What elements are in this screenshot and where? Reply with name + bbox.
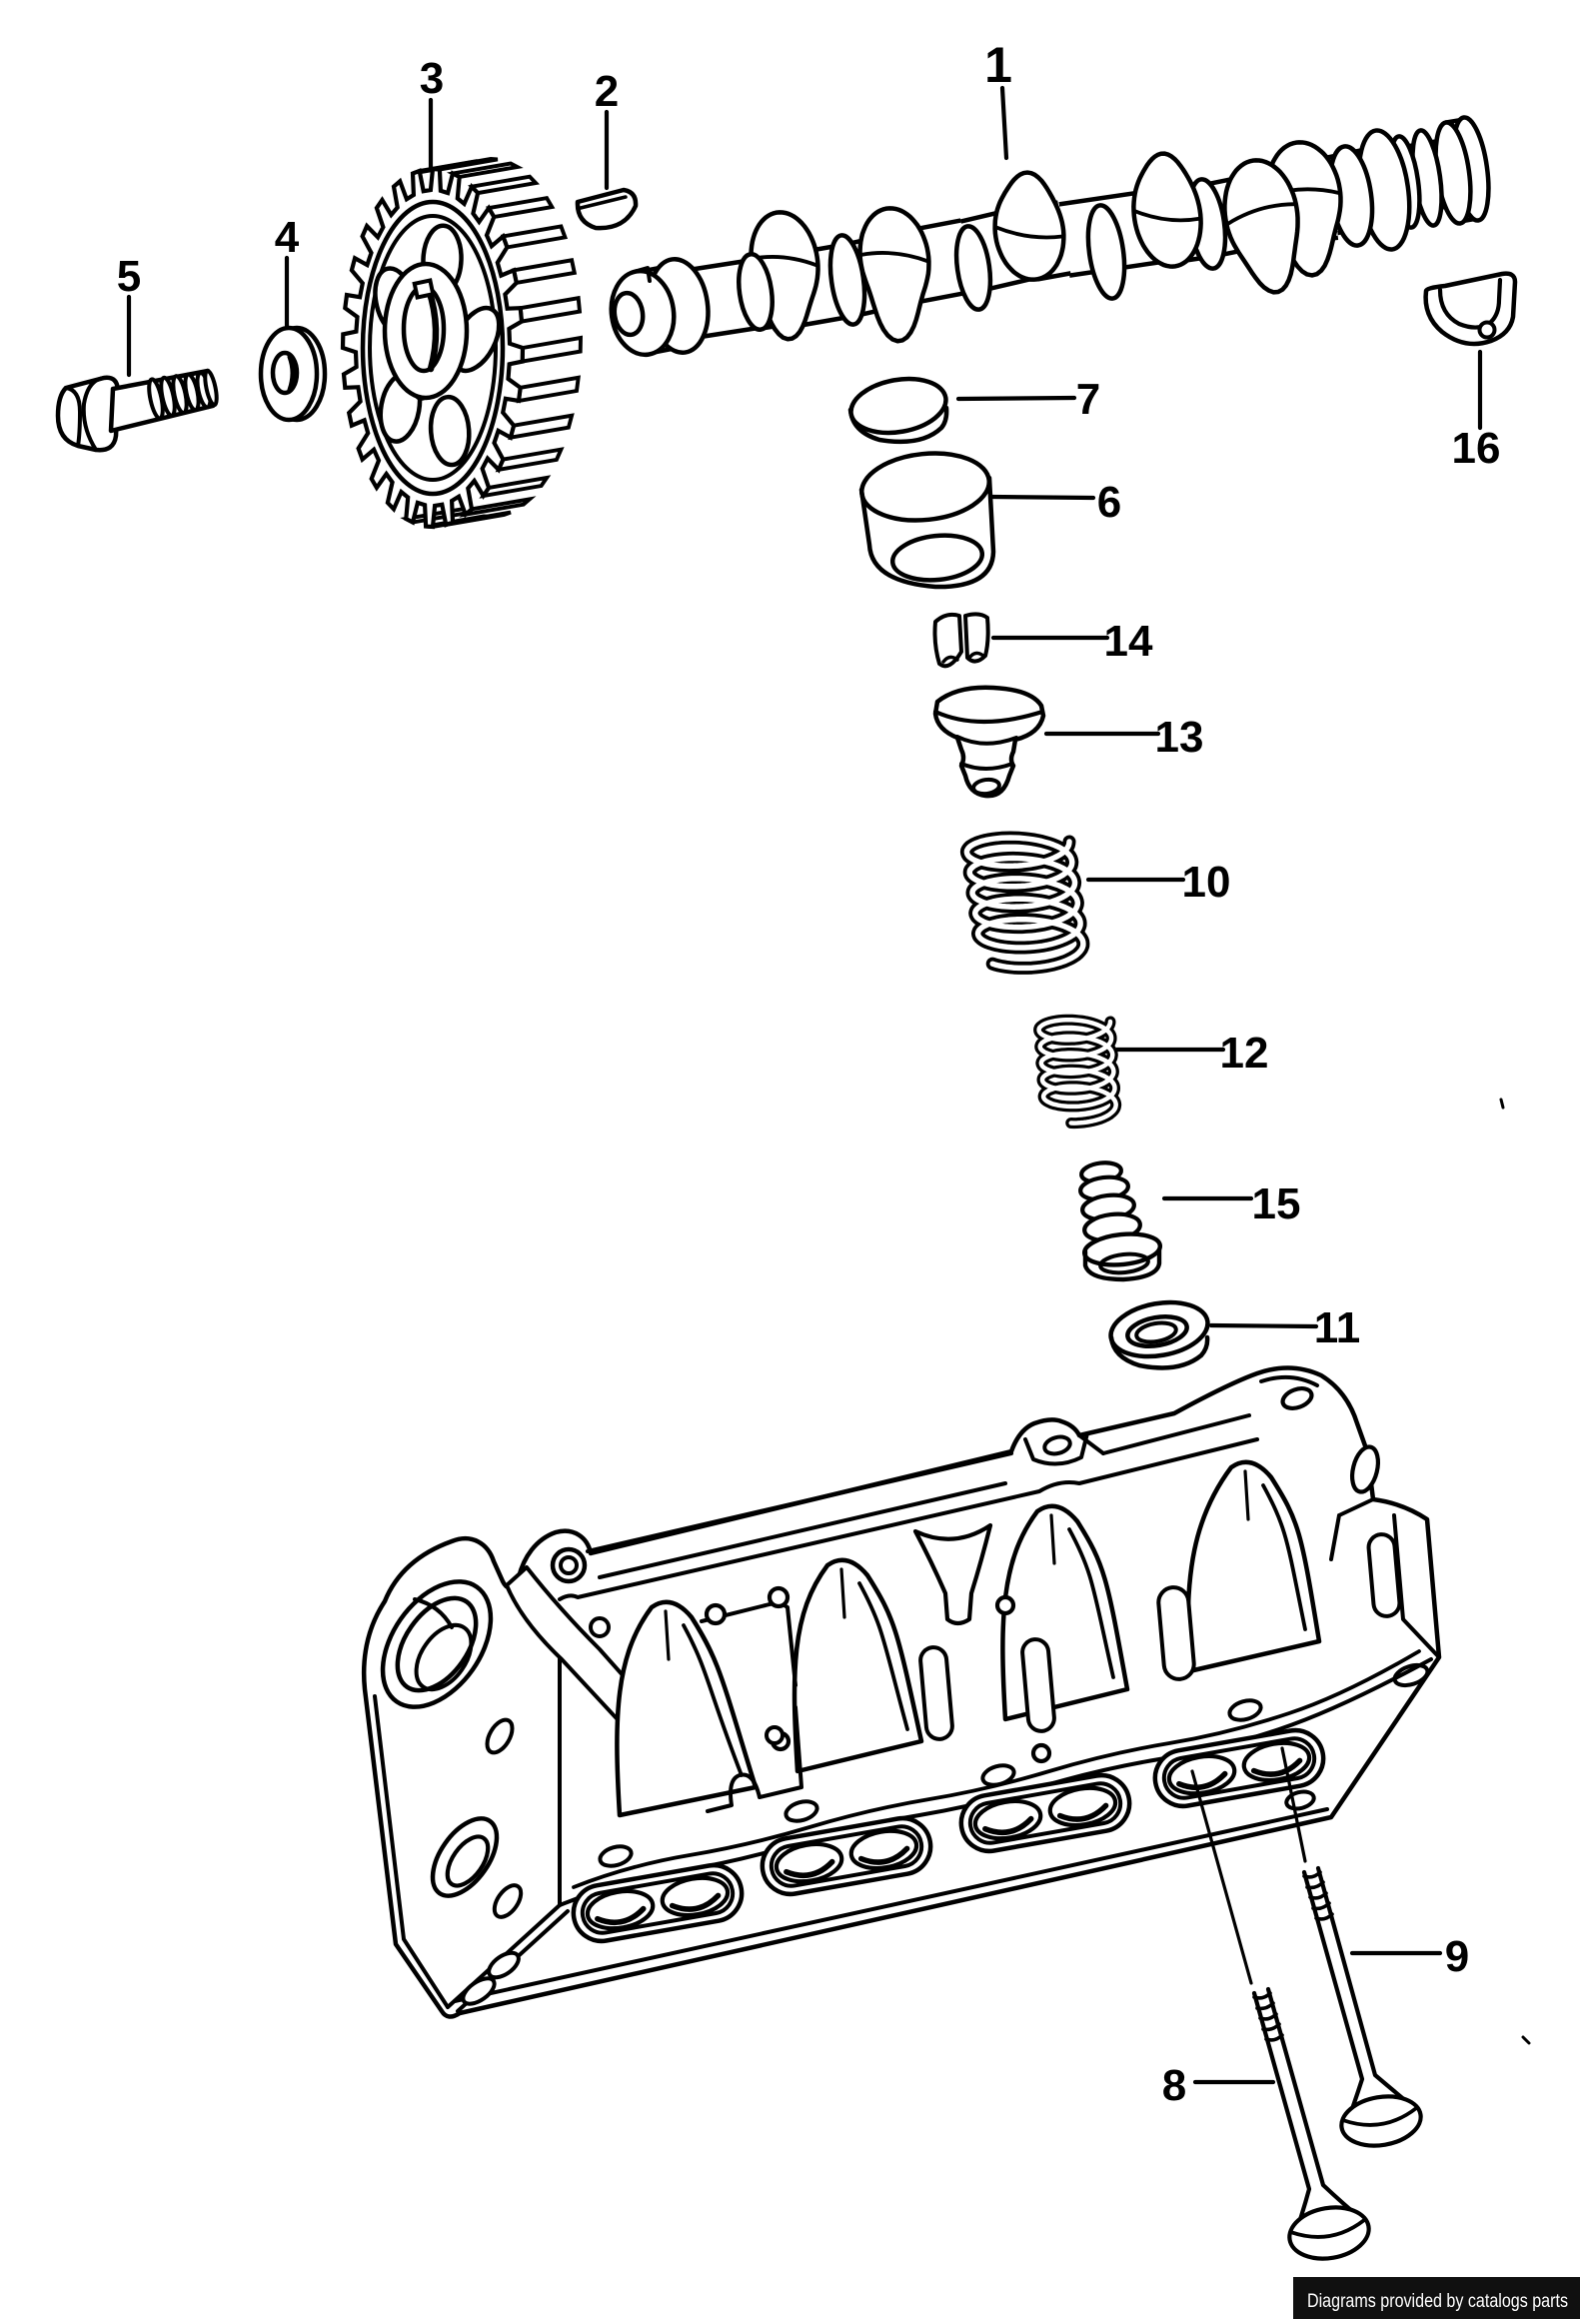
svg-text:4: 4: [275, 213, 300, 262]
svg-text:9: 9: [1445, 1932, 1469, 1981]
svg-text:8: 8: [1162, 2061, 1186, 2110]
svg-text:5: 5: [117, 252, 141, 301]
svg-text:3: 3: [420, 54, 444, 103]
svg-text:10: 10: [1182, 858, 1231, 907]
svg-text:1: 1: [984, 37, 1012, 93]
svg-text:7: 7: [1076, 375, 1100, 424]
svg-text:12: 12: [1220, 1029, 1269, 1078]
svg-text:15: 15: [1252, 1179, 1301, 1228]
svg-text:13: 13: [1155, 713, 1204, 762]
svg-text:2: 2: [595, 67, 619, 116]
svg-text:11: 11: [1314, 1303, 1361, 1352]
svg-text:16: 16: [1452, 424, 1501, 473]
svg-text:Diagrams provided by catalogs: Diagrams provided by catalogs parts: [1307, 2290, 1568, 2312]
svg-text:6: 6: [1097, 478, 1121, 527]
svg-text:14: 14: [1104, 617, 1153, 666]
